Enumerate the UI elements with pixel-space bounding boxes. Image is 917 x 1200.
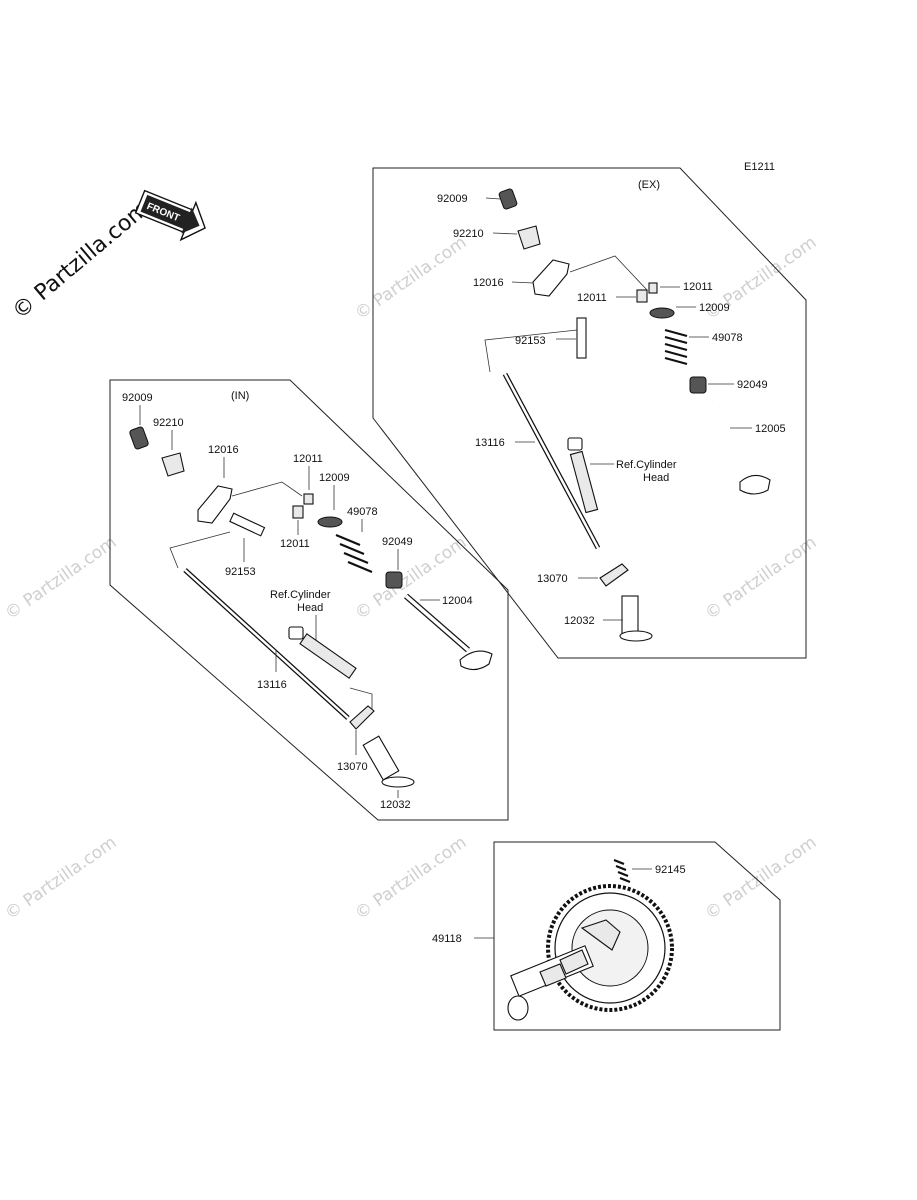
- valve-lifter-base: [619, 630, 653, 642]
- intake-frame: [109, 379, 509, 821]
- valve-spring: [664, 328, 688, 366]
- part-label: 12005: [755, 423, 786, 435]
- part-label: 92049: [737, 379, 768, 391]
- exhaust-parts: 92009 92210 12016 12011 12011 12009 9215…: [437, 188, 786, 642]
- adjuster-screw: [498, 188, 518, 210]
- exhaust-frame: [372, 167, 807, 659]
- rocker-arm: [532, 259, 570, 297]
- valve-seal: [385, 571, 403, 589]
- part-label: 12011: [280, 538, 310, 550]
- part-label: 49118: [432, 933, 462, 945]
- push-rod-guide: [349, 705, 375, 730]
- part-label: 12011: [683, 281, 713, 293]
- valve-lifter: [362, 735, 400, 781]
- rocker-stud: [229, 512, 266, 537]
- watermark: © Partzilla.com: [351, 832, 470, 924]
- rocker-arm: [197, 485, 233, 524]
- part-label: 49078: [347, 506, 378, 518]
- valve-head: [739, 474, 771, 495]
- exhaust-section-label: (EX): [638, 179, 660, 191]
- part-label: 92210: [453, 228, 484, 240]
- camshaft-parts: 92145 49118: [432, 858, 686, 1021]
- valve-seal: [689, 376, 707, 394]
- ref-label: Ref.Cylinder: [270, 589, 331, 601]
- adjuster-screw: [129, 426, 149, 450]
- guide-bolt: [288, 626, 304, 640]
- camshaft-frame: [493, 841, 781, 1031]
- valve-head: [459, 650, 493, 671]
- part-label: 13116: [475, 437, 505, 449]
- cam-lobe: [559, 949, 589, 975]
- part-label: 13116: [257, 679, 287, 691]
- ref-label: Head: [643, 472, 669, 484]
- part-label: 12011: [577, 292, 607, 304]
- valve-keeper: [292, 505, 304, 519]
- guide-bolt: [567, 437, 583, 451]
- valve-lifter: [621, 595, 639, 635]
- guide-bolt-shank: [299, 633, 357, 679]
- part-label: 12009: [319, 472, 350, 484]
- part-label: 92145: [655, 864, 686, 876]
- ref-label: Head: [297, 602, 323, 614]
- part-label: 92009: [437, 193, 468, 205]
- part-label: 13070: [537, 573, 568, 585]
- spring-pin: [613, 858, 631, 884]
- guide-bolt-shank: [569, 450, 599, 514]
- watermark: © Partzilla.com: [351, 232, 470, 324]
- valve-keeper: [648, 282, 658, 294]
- valve-keeper: [303, 493, 314, 505]
- valve-spring: [335, 533, 373, 574]
- watermark: © Partzilla.com: [1, 832, 120, 924]
- valve-lifter-base: [381, 776, 415, 788]
- valve-keeper: [636, 289, 648, 303]
- intake-parts: 92009 92210 12016 12011 12009 12011 9215…: [122, 392, 493, 811]
- part-label: 12011: [293, 453, 323, 465]
- governor-weight: [580, 919, 621, 951]
- lock-nut: [161, 452, 185, 477]
- part-label: 92153: [225, 566, 256, 578]
- part-label: 12016: [473, 277, 504, 289]
- watermark: © Partzilla.com: [1, 532, 120, 624]
- diagram-code: E1211: [744, 161, 775, 173]
- watermark: © Partzilla.com: [701, 532, 820, 624]
- part-label: 92009: [122, 392, 153, 404]
- part-label: 12032: [380, 799, 411, 811]
- push-rod-guide: [599, 563, 629, 587]
- part-label: 92153: [515, 335, 546, 347]
- front-arrow-icon: FRONT: [134, 189, 206, 242]
- part-label: 12032: [564, 615, 595, 627]
- part-label: 49078: [712, 332, 743, 344]
- partzilla-logo: © Partzilla.com: [8, 196, 154, 324]
- part-label: 92210: [153, 417, 184, 429]
- lock-nut: [517, 225, 541, 250]
- intake-section-label: (IN): [231, 390, 249, 402]
- rocker-stud: [576, 317, 587, 359]
- camshaft-end: [507, 995, 529, 1021]
- part-label: 92049: [382, 536, 413, 548]
- part-label: 12004: [442, 595, 473, 607]
- ref-label: Ref.Cylinder: [616, 459, 677, 471]
- part-label: 12016: [208, 444, 239, 456]
- part-label: 13070: [337, 761, 368, 773]
- spring-retainer: [317, 516, 343, 528]
- spring-retainer: [649, 307, 675, 319]
- cam-lobe: [539, 963, 567, 987]
- part-label: 12009: [699, 302, 730, 314]
